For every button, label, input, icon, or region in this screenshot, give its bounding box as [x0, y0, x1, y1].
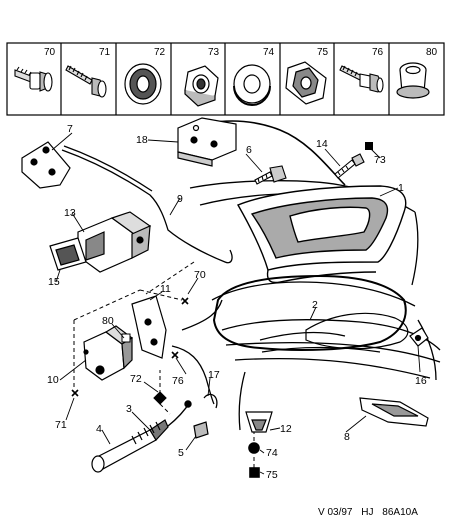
fastener-markers	[71, 297, 260, 478]
fastener-legend	[6, 42, 445, 116]
latch-16	[409, 327, 429, 347]
release-cable	[167, 400, 192, 427]
clip-12	[245, 411, 273, 433]
legend-label-73: 73	[208, 47, 220, 58]
latch-bracket	[131, 295, 167, 359]
callout-3: 3	[126, 403, 132, 415]
callout-2: 2	[312, 299, 318, 311]
callout-16: 16	[415, 375, 427, 387]
flat-washer-icon	[233, 64, 271, 106]
callout-13: 13	[64, 207, 76, 219]
callout-73: 73	[374, 154, 386, 166]
bolt-6	[254, 165, 287, 185]
callout-6: 6	[246, 144, 252, 156]
link-rod	[171, 345, 218, 409]
lock-seal	[49, 237, 87, 271]
callout-9: 9	[177, 193, 183, 205]
striker-bracket	[177, 117, 237, 167]
shouldered-bolt-icon	[339, 65, 384, 93]
callout-75: 75	[266, 469, 278, 481]
callout-71: 71	[55, 419, 67, 431]
legend-label-80: 80	[426, 47, 438, 58]
grommet-icon	[124, 63, 162, 105]
callout-14: 14	[316, 138, 328, 150]
self-tapping-screw-icon	[65, 65, 107, 98]
exterior-handle	[359, 397, 429, 427]
callout-10: 10	[47, 374, 59, 386]
bolt-14	[334, 153, 365, 179]
weatherstrip-seal	[212, 274, 407, 351]
callout-18: 18	[136, 134, 148, 146]
callout-74: 74	[266, 447, 278, 459]
callout-72: 72	[130, 373, 142, 385]
callout-1: 1	[398, 182, 404, 194]
legend-label-76: 76	[372, 47, 384, 58]
gas-strut	[91, 419, 169, 473]
callout-5: 5	[178, 447, 184, 459]
hex-nut-icon	[184, 65, 219, 107]
callout-12: 12	[280, 423, 292, 435]
flange-bolt-icon	[14, 66, 53, 92]
callout-70: 70	[194, 269, 206, 281]
code-label: HJ	[361, 507, 374, 518]
callout-15: 15	[48, 276, 60, 288]
legend-label-72: 72	[154, 47, 166, 58]
leader-lines	[51, 132, 421, 475]
hinge-bracket	[21, 141, 71, 189]
legend-label-70: 70	[44, 47, 56, 58]
legend-label-74: 74	[263, 47, 275, 58]
legend-label-75: 75	[317, 47, 329, 58]
version-label: V 03/97	[318, 507, 353, 518]
callout-17: 17	[208, 369, 220, 381]
latch-10	[83, 325, 134, 381]
callout-7: 7	[67, 123, 73, 135]
callout-80: 80	[102, 315, 114, 327]
callout-4: 4	[96, 423, 102, 435]
callout-11: 11	[160, 283, 171, 295]
reference-label: 86A10A	[382, 507, 418, 518]
boot-lid	[236, 185, 407, 284]
diagram-reference: V 03/97 HJ 86A10A	[318, 507, 424, 518]
clip-5	[193, 421, 209, 439]
assembly-guides	[73, 261, 255, 468]
nut-73-marker	[365, 142, 373, 150]
cage-nut-icon	[285, 61, 327, 105]
trunk-liner	[259, 312, 409, 353]
support-rod	[61, 145, 233, 264]
callout-76: 76	[172, 375, 184, 387]
rubber-buffer-icon	[396, 62, 430, 99]
legend-label-71: 71	[99, 47, 111, 58]
callout-8: 8	[344, 431, 350, 443]
lock-unit	[77, 211, 152, 273]
